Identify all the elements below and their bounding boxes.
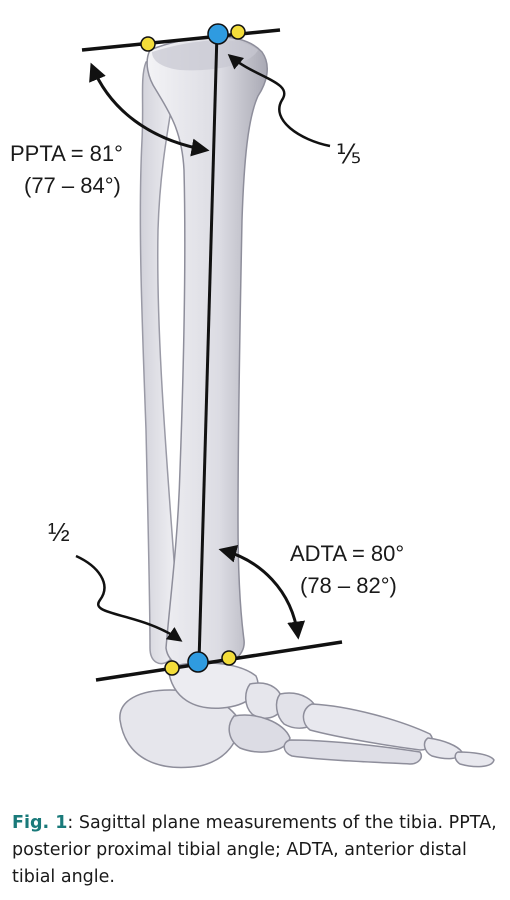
caption-text: : Sagittal plane measurements of the tib…: [12, 813, 497, 887]
adta-range-label: (78 – 82°): [300, 573, 397, 598]
distal-fraction-label: ½: [48, 517, 70, 547]
tibial-axis-line: [197, 32, 219, 663]
proximal-fraction-leader: [227, 54, 331, 148]
caption-figure-label: Fig. 1: [12, 813, 68, 833]
fibula: [139, 58, 177, 665]
adta-value-label: ADTA = 80°: [290, 541, 405, 566]
foot-bones: [119, 662, 495, 769]
distal-yellow-point-right: [221, 650, 237, 666]
ppta-value-label: PPTA = 81°: [10, 141, 123, 166]
tibia-sagittal-diagram: [75, 23, 495, 769]
ppta-range-label: (77 – 84°): [24, 173, 121, 198]
navicular: [245, 682, 283, 719]
metatarsal: [302, 703, 434, 751]
proximal-yellow-point-left: [140, 36, 156, 52]
proximal-yellow-point-right: [230, 24, 246, 40]
figure-caption: Fig. 1: Sagittal plane measurements of t…: [12, 810, 500, 891]
proximal-blue-point: [207, 23, 229, 45]
proximal-joint-line: [81, 28, 281, 52]
adta-angle-arrow: [218, 544, 306, 640]
distal-fraction-leader: [75, 554, 183, 642]
cuboid: [228, 714, 291, 753]
proximal-fraction-label: ⅕: [336, 139, 362, 169]
distal-yellow-point-left: [164, 660, 180, 676]
distal-blue-point: [187, 651, 209, 673]
proximal-phalanx: [423, 737, 463, 760]
distal-joint-line: [95, 640, 343, 682]
distal-phalanx: [454, 751, 495, 768]
ppta-angle-arrow: [89, 62, 210, 157]
metatarsal-lower: [283, 739, 422, 765]
